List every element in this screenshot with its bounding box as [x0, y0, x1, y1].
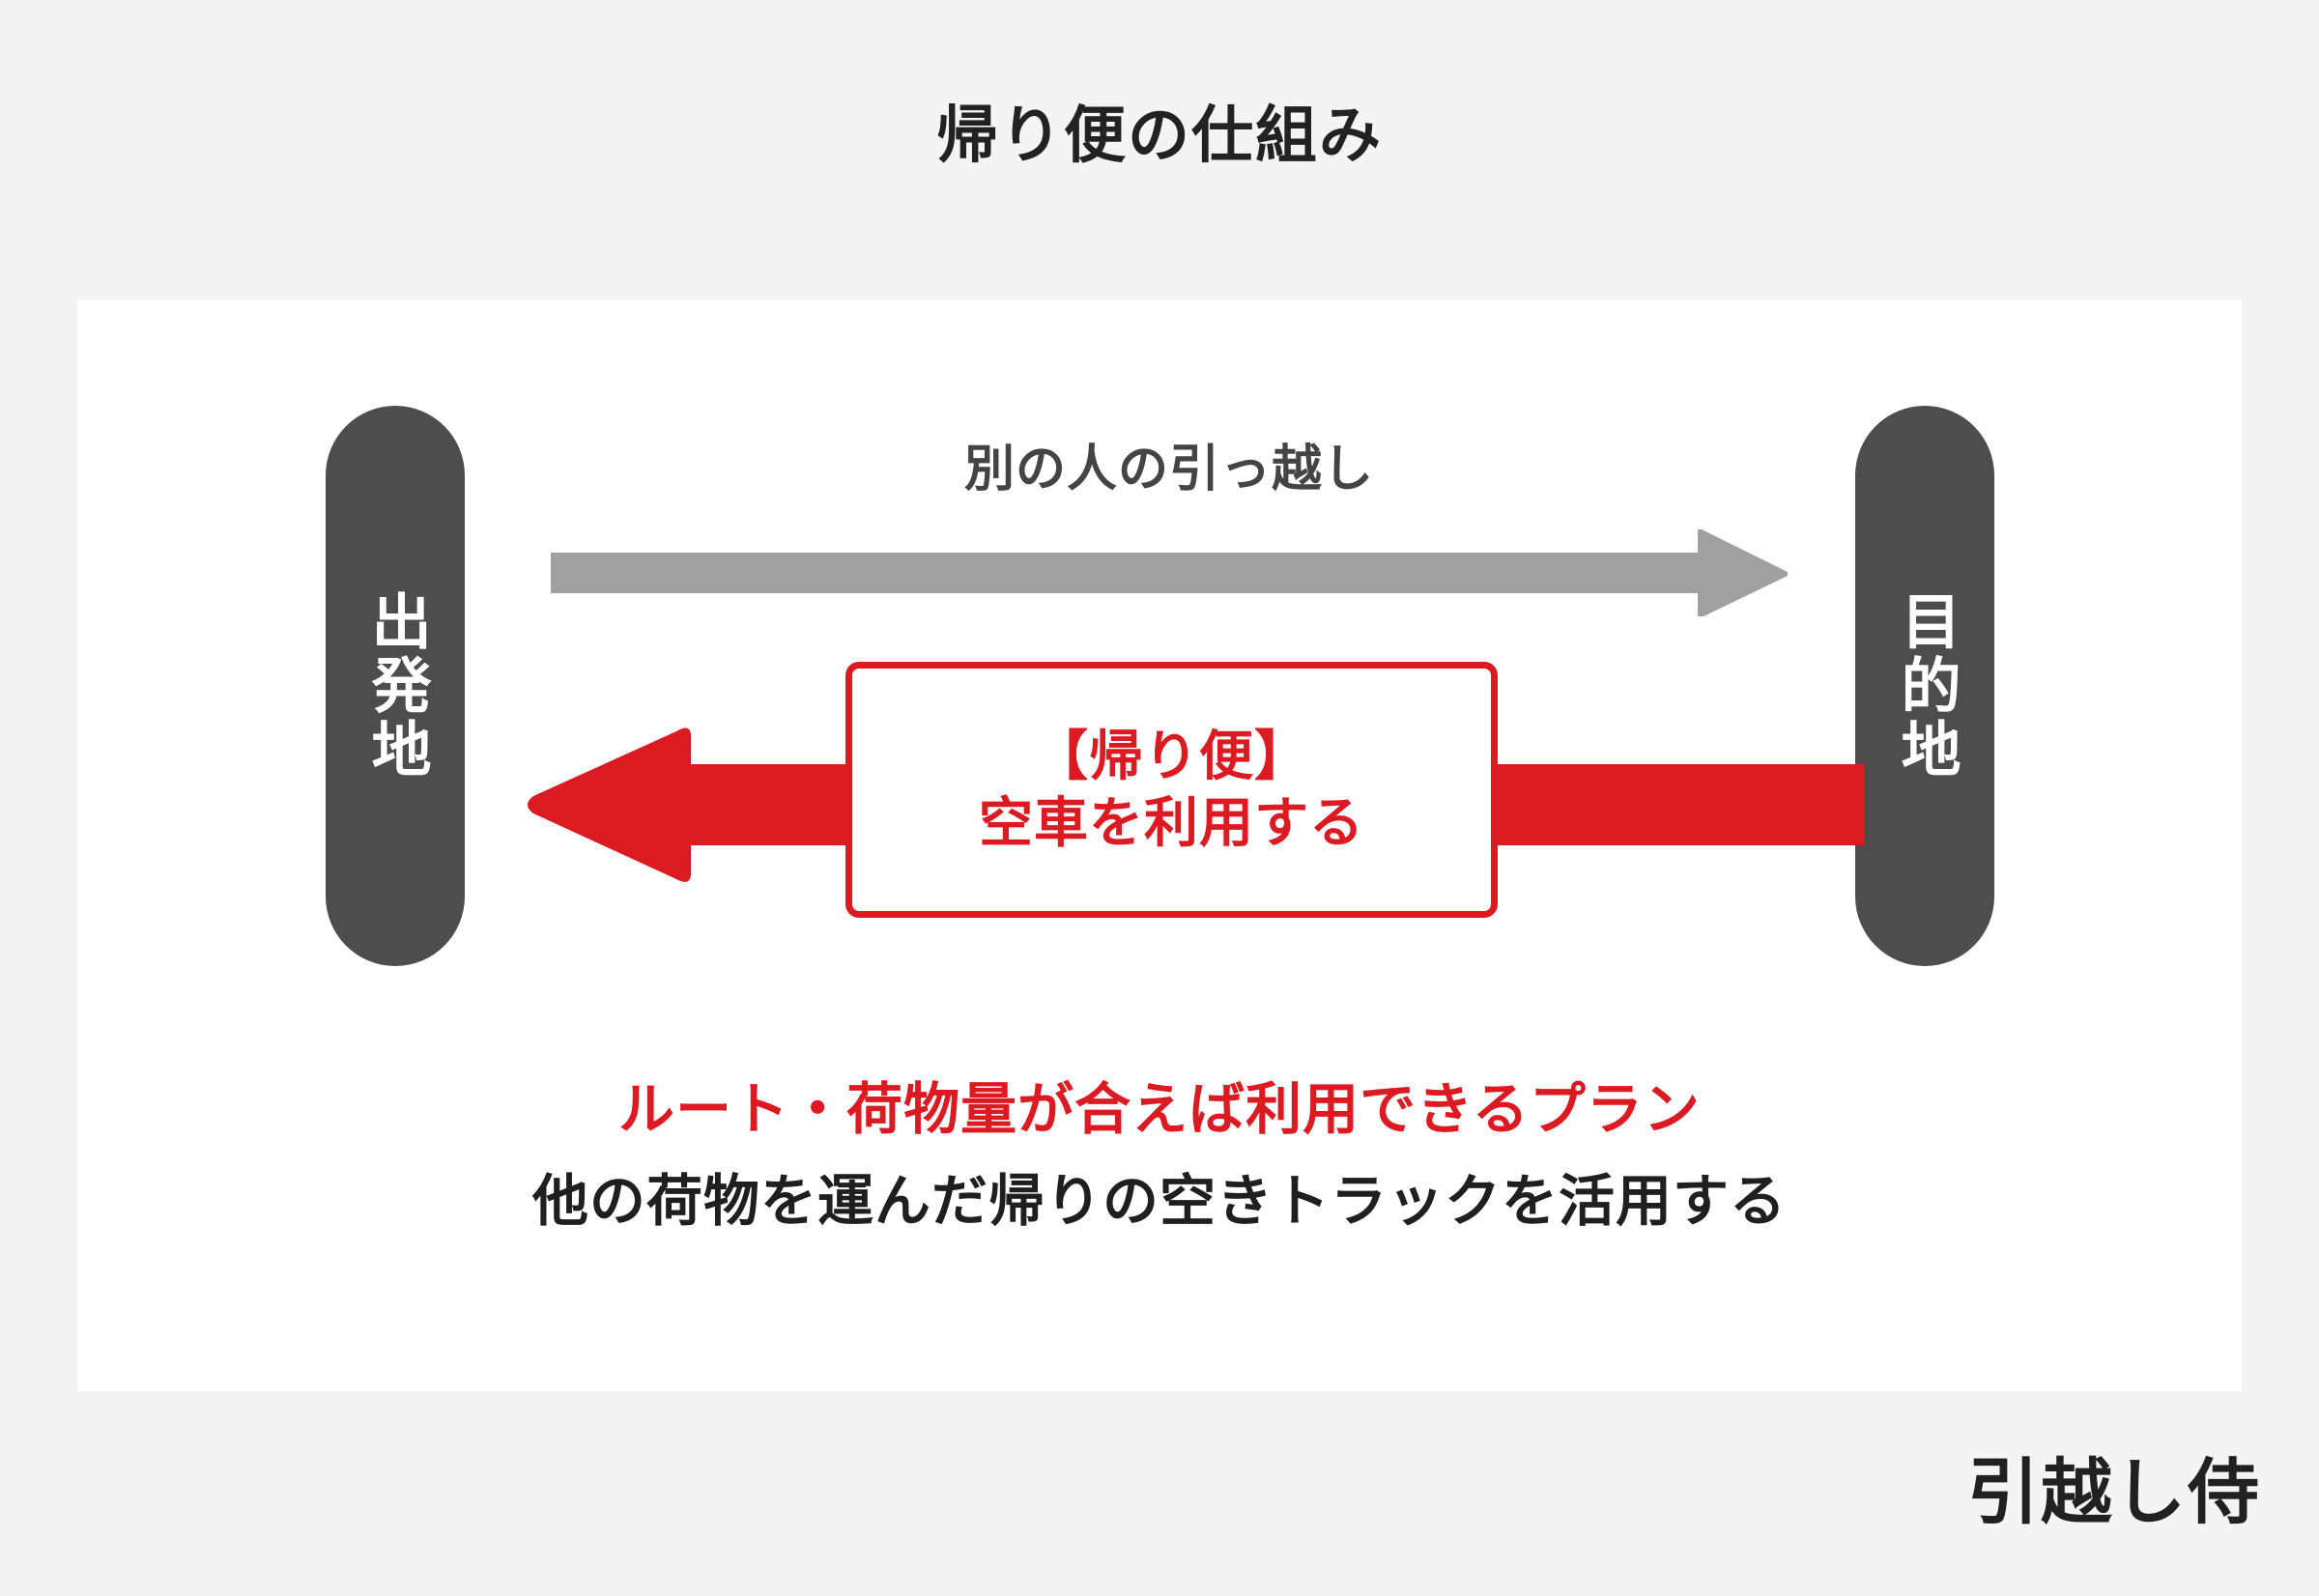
destination-pill: 目的地: [1855, 406, 1994, 966]
destination-pill-label: 目的地: [1891, 590, 1959, 782]
origin-pill: 出発地: [326, 406, 465, 966]
callout-line-1: 【帰り便】: [1034, 726, 1309, 787]
diagram-card: 出発地 目的地 別の人の引っ越し 【帰り便】 空車を利用する ルート・荷物量が合…: [77, 299, 2242, 1391]
brand-logo: 引越し侍: [1967, 1452, 2261, 1532]
gray-arrow-label: 別の人の引っ越し: [963, 442, 1374, 498]
caption-highlight: ルート・荷物量が合えば利用できるプラン: [618, 1078, 1701, 1141]
callout-line-2: 空車を利用する: [979, 791, 1364, 853]
right-arrow-icon: [551, 529, 1788, 616]
right-arrow-shape: [551, 529, 1788, 616]
page-title: 帰り便の仕組み: [936, 100, 1383, 170]
return-trip-callout: 【帰り便】 空車を利用する: [845, 662, 1498, 918]
origin-pill-label: 出発地: [361, 590, 429, 782]
caption-detail: 他の荷物を運んだ帰りの空きトラックを活用する: [531, 1170, 1787, 1233]
